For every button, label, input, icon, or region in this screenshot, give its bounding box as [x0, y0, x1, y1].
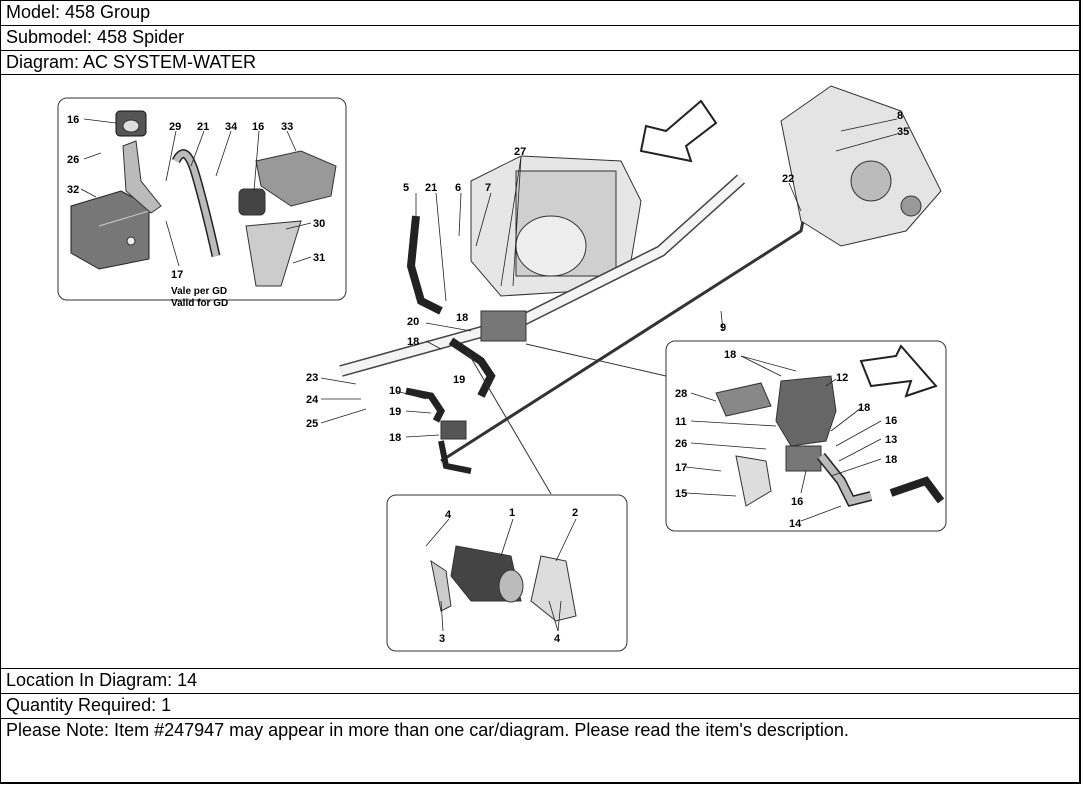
- pump-1-shape: [430, 545, 524, 612]
- callout-4: 4: [554, 633, 561, 645]
- note-row: Please Note: Item #247947 may appear in …: [6, 720, 849, 740]
- hvac-unit-shape: [470, 155, 642, 297]
- callout-9: 9: [720, 322, 726, 334]
- callout-20: 20: [407, 316, 419, 328]
- callout-16: 16: [67, 114, 79, 126]
- callout-30: 30: [313, 218, 325, 230]
- callout-16: 16: [791, 496, 803, 508]
- bracket-2-shape: [530, 555, 577, 622]
- callout-2: 2: [572, 507, 578, 519]
- callout-18: 18: [407, 336, 419, 348]
- callout-19: 19: [389, 406, 401, 418]
- callout-32: 32: [67, 184, 79, 196]
- arrow-shape-inset: [859, 344, 938, 398]
- submodel-row: Submodel: 458 Spider: [1, 26, 1079, 51]
- hose-19-shape: [448, 337, 496, 398]
- clamp-16-shape: [115, 110, 147, 137]
- arrow-shape-main: [639, 99, 718, 163]
- hose-21-shape: [171, 149, 221, 257]
- callout-3: 3: [439, 633, 445, 645]
- callout-34: 34: [225, 121, 238, 133]
- callout-13: 13: [885, 434, 897, 446]
- callout-16: 16: [252, 121, 264, 133]
- bracket-32-shape: [70, 190, 150, 270]
- quantity-row: Quantity Required: 1: [1, 694, 1079, 719]
- callout-24: 24: [306, 394, 319, 406]
- gd-note-line2: Valid for GD: [171, 298, 228, 309]
- callout-16: 16: [885, 415, 897, 427]
- hose-end-shape: [889, 476, 945, 504]
- callout-25: 25: [306, 418, 318, 430]
- callout-21: 21: [425, 182, 437, 194]
- parts-diagram: 16 26 32 29 21 34 16 33 30 31 17 Vale pe…: [57, 85, 947, 652]
- callout-15: 15: [675, 488, 687, 500]
- callout-17: 17: [675, 462, 687, 474]
- hose-5-shape: [406, 215, 443, 315]
- callout-7: 7: [485, 182, 491, 194]
- model-row: Model: 458 Group: [1, 1, 1079, 26]
- callout-31: 31: [313, 252, 325, 264]
- diagram-cell: 16 26 32 29 21 34 16 33 30 31 17 Vale pe…: [1, 75, 1079, 669]
- callout-18: 18: [456, 312, 468, 324]
- large-duct-inner: [339, 175, 745, 376]
- bracket-29-shape: [122, 140, 162, 214]
- engine-block-shape: [780, 85, 942, 247]
- bracket-30-shape: [245, 220, 302, 287]
- callout-28: 28: [675, 388, 687, 400]
- inset-frame-valve: [665, 340, 947, 532]
- callout-22: 22: [782, 173, 794, 185]
- callout-19: 19: [453, 374, 465, 386]
- location-row: Location In Diagram: 14: [1, 669, 1079, 694]
- callout-4: 4: [445, 509, 452, 521]
- callout-1: 1: [509, 507, 515, 519]
- bracket-15-shape: [735, 455, 772, 507]
- hose-10-shape: [405, 387, 446, 423]
- callout-8: 8: [897, 110, 903, 122]
- callout-33: 33: [281, 121, 293, 133]
- callout-27: 27: [514, 146, 526, 158]
- callout-18: 18: [858, 402, 870, 414]
- callout-21: 21: [197, 121, 209, 133]
- callout-18: 18: [885, 454, 897, 466]
- hose-outlet-shape: [438, 440, 472, 474]
- callout-26: 26: [675, 438, 687, 450]
- callout-5: 5: [403, 182, 409, 194]
- callout-29: 29: [169, 121, 181, 133]
- hose-14-inner: [818, 453, 872, 506]
- callout-26: 26: [67, 154, 79, 166]
- pump-small-shape: [440, 420, 467, 440]
- callout-12: 12: [836, 372, 848, 384]
- callout-18: 18: [724, 349, 736, 361]
- inset-frame-pump: [386, 494, 628, 652]
- diagram-title-row: Diagram: AC SYSTEM-WATER: [1, 51, 1079, 75]
- callout-14: 14: [789, 518, 802, 530]
- callout-10: 10: [389, 385, 401, 397]
- valve-12-shape: [775, 375, 837, 472]
- callout-11: 11: [675, 416, 687, 428]
- callout-18: 18: [389, 432, 401, 444]
- valve-block-shape: [480, 310, 527, 342]
- callout-17: 17: [171, 269, 183, 281]
- callout-35: 35: [897, 126, 909, 138]
- inset-frame-top-left: [57, 97, 347, 301]
- bracket-33-shape: [255, 150, 337, 207]
- pump-16-shape: [238, 188, 266, 216]
- gd-note-line1: Vale per GD: [171, 286, 227, 297]
- callout-23: 23: [306, 372, 318, 384]
- callout-6: 6: [455, 182, 461, 194]
- pad-28-shape: [715, 382, 772, 417]
